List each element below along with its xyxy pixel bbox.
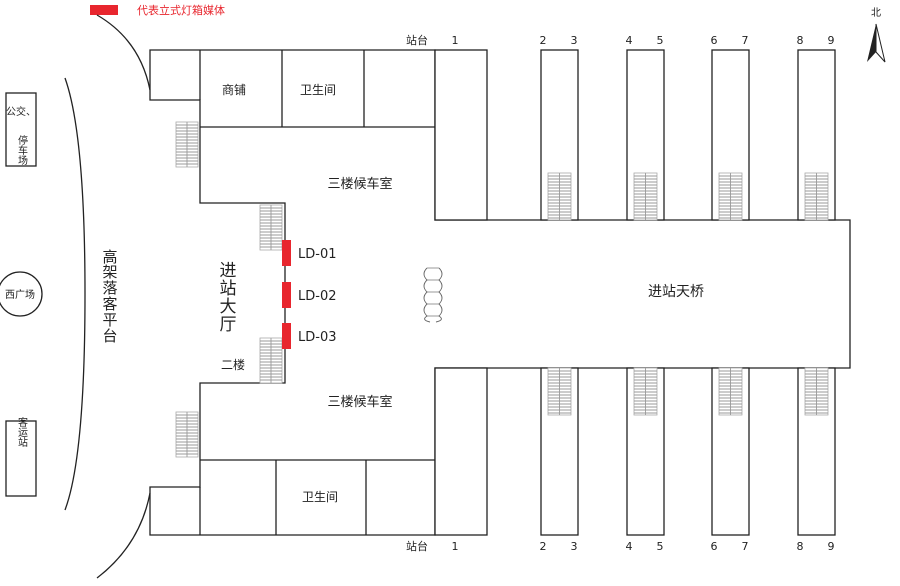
platform-number-bottom-6: 6 — [711, 540, 718, 553]
legend-swatch — [90, 5, 118, 15]
platform-number-bottom-9: 9 — [828, 540, 835, 553]
platform-label-top: 站台 — [406, 33, 428, 47]
north-arrow-icon: 北 — [867, 7, 886, 63]
drop-off-curve-top — [96, 14, 151, 91]
media-marker-3[interactable] — [282, 323, 291, 349]
compass-label: 北 — [871, 7, 881, 19]
media-label-3: LD-03 — [298, 330, 337, 345]
road-curve — [64, 77, 86, 511]
svg-text:架: 架 — [102, 263, 117, 281]
platform-number-bottom-7: 7 — [742, 540, 749, 553]
platform-number-bottom-1: 1 — [452, 540, 459, 553]
west-square-circle — [0, 271, 43, 317]
platform-number-top-5: 5 — [657, 34, 664, 47]
svg-text:进: 进 — [220, 261, 237, 281]
bridge-label: 进站天桥 — [648, 284, 704, 300]
elevated-platform-label: 高 架 落 客 平 台 — [102, 248, 117, 345]
platform-number-bottom-4: 4 — [626, 540, 633, 553]
svg-text:落: 落 — [102, 279, 117, 297]
second-floor-label: 二楼 — [221, 357, 245, 372]
svg-text:大: 大 — [220, 297, 237, 317]
platform-number-bottom-3: 3 — [571, 540, 578, 553]
passenger-station-label: 客运站 — [16, 416, 28, 448]
platform-number-top-8: 8 — [797, 34, 804, 47]
svg-text:台: 台 — [102, 327, 117, 345]
entry-hall-label: 进 站 大 厅 — [220, 261, 237, 335]
platform-number-top-7: 7 — [742, 34, 749, 47]
passenger-station-box — [5, 420, 37, 497]
platform-number-bottom-8: 8 — [797, 540, 804, 553]
platform-label-bottom: 站台 — [406, 539, 428, 553]
platform-number-top-4: 4 — [626, 34, 633, 47]
media-marker-2[interactable] — [282, 282, 291, 308]
stairs — [175, 121, 829, 458]
media-label-2: LD-02 — [298, 289, 337, 304]
toilet-bottom-label: 卫生间 — [302, 490, 338, 504]
west-square-label: 西广场 — [5, 288, 35, 301]
escalator-symbol — [423, 267, 443, 323]
platform-number-top-1: 1 — [452, 34, 459, 47]
platform-number-top-3: 3 — [571, 34, 578, 47]
svg-text:高: 高 — [102, 248, 117, 266]
waiting-room-top-label: 三楼候车室 — [327, 176, 392, 192]
shop-label: 商铺 — [222, 82, 246, 97]
bus-parking-label-2: 停车场 — [16, 134, 28, 166]
legend-text: 代表立式灯箱媒体 — [137, 3, 225, 17]
bus-parking-label-1: 公交、 — [6, 105, 36, 118]
toilet-top-label: 卫生间 — [300, 83, 336, 97]
drop-off-curve-bottom — [96, 492, 151, 579]
media-marker-1[interactable] — [282, 240, 291, 266]
platform-number-top-9: 9 — [828, 34, 835, 47]
bus-parking-box — [5, 92, 37, 167]
platform-number-top-2: 2 — [540, 34, 547, 47]
svg-text:站: 站 — [220, 279, 237, 299]
platform-columns — [434, 49, 836, 536]
platform-number-bottom-2: 2 — [540, 540, 547, 553]
waiting-room-bottom-label: 三楼候车室 — [327, 394, 392, 410]
platform-number-top-6: 6 — [711, 34, 718, 47]
svg-text:客: 客 — [102, 295, 117, 313]
media-label-1: LD-01 — [298, 247, 337, 262]
svg-text:平: 平 — [102, 311, 117, 329]
svg-text:厅: 厅 — [220, 315, 237, 335]
platform-number-bottom-5: 5 — [657, 540, 664, 553]
